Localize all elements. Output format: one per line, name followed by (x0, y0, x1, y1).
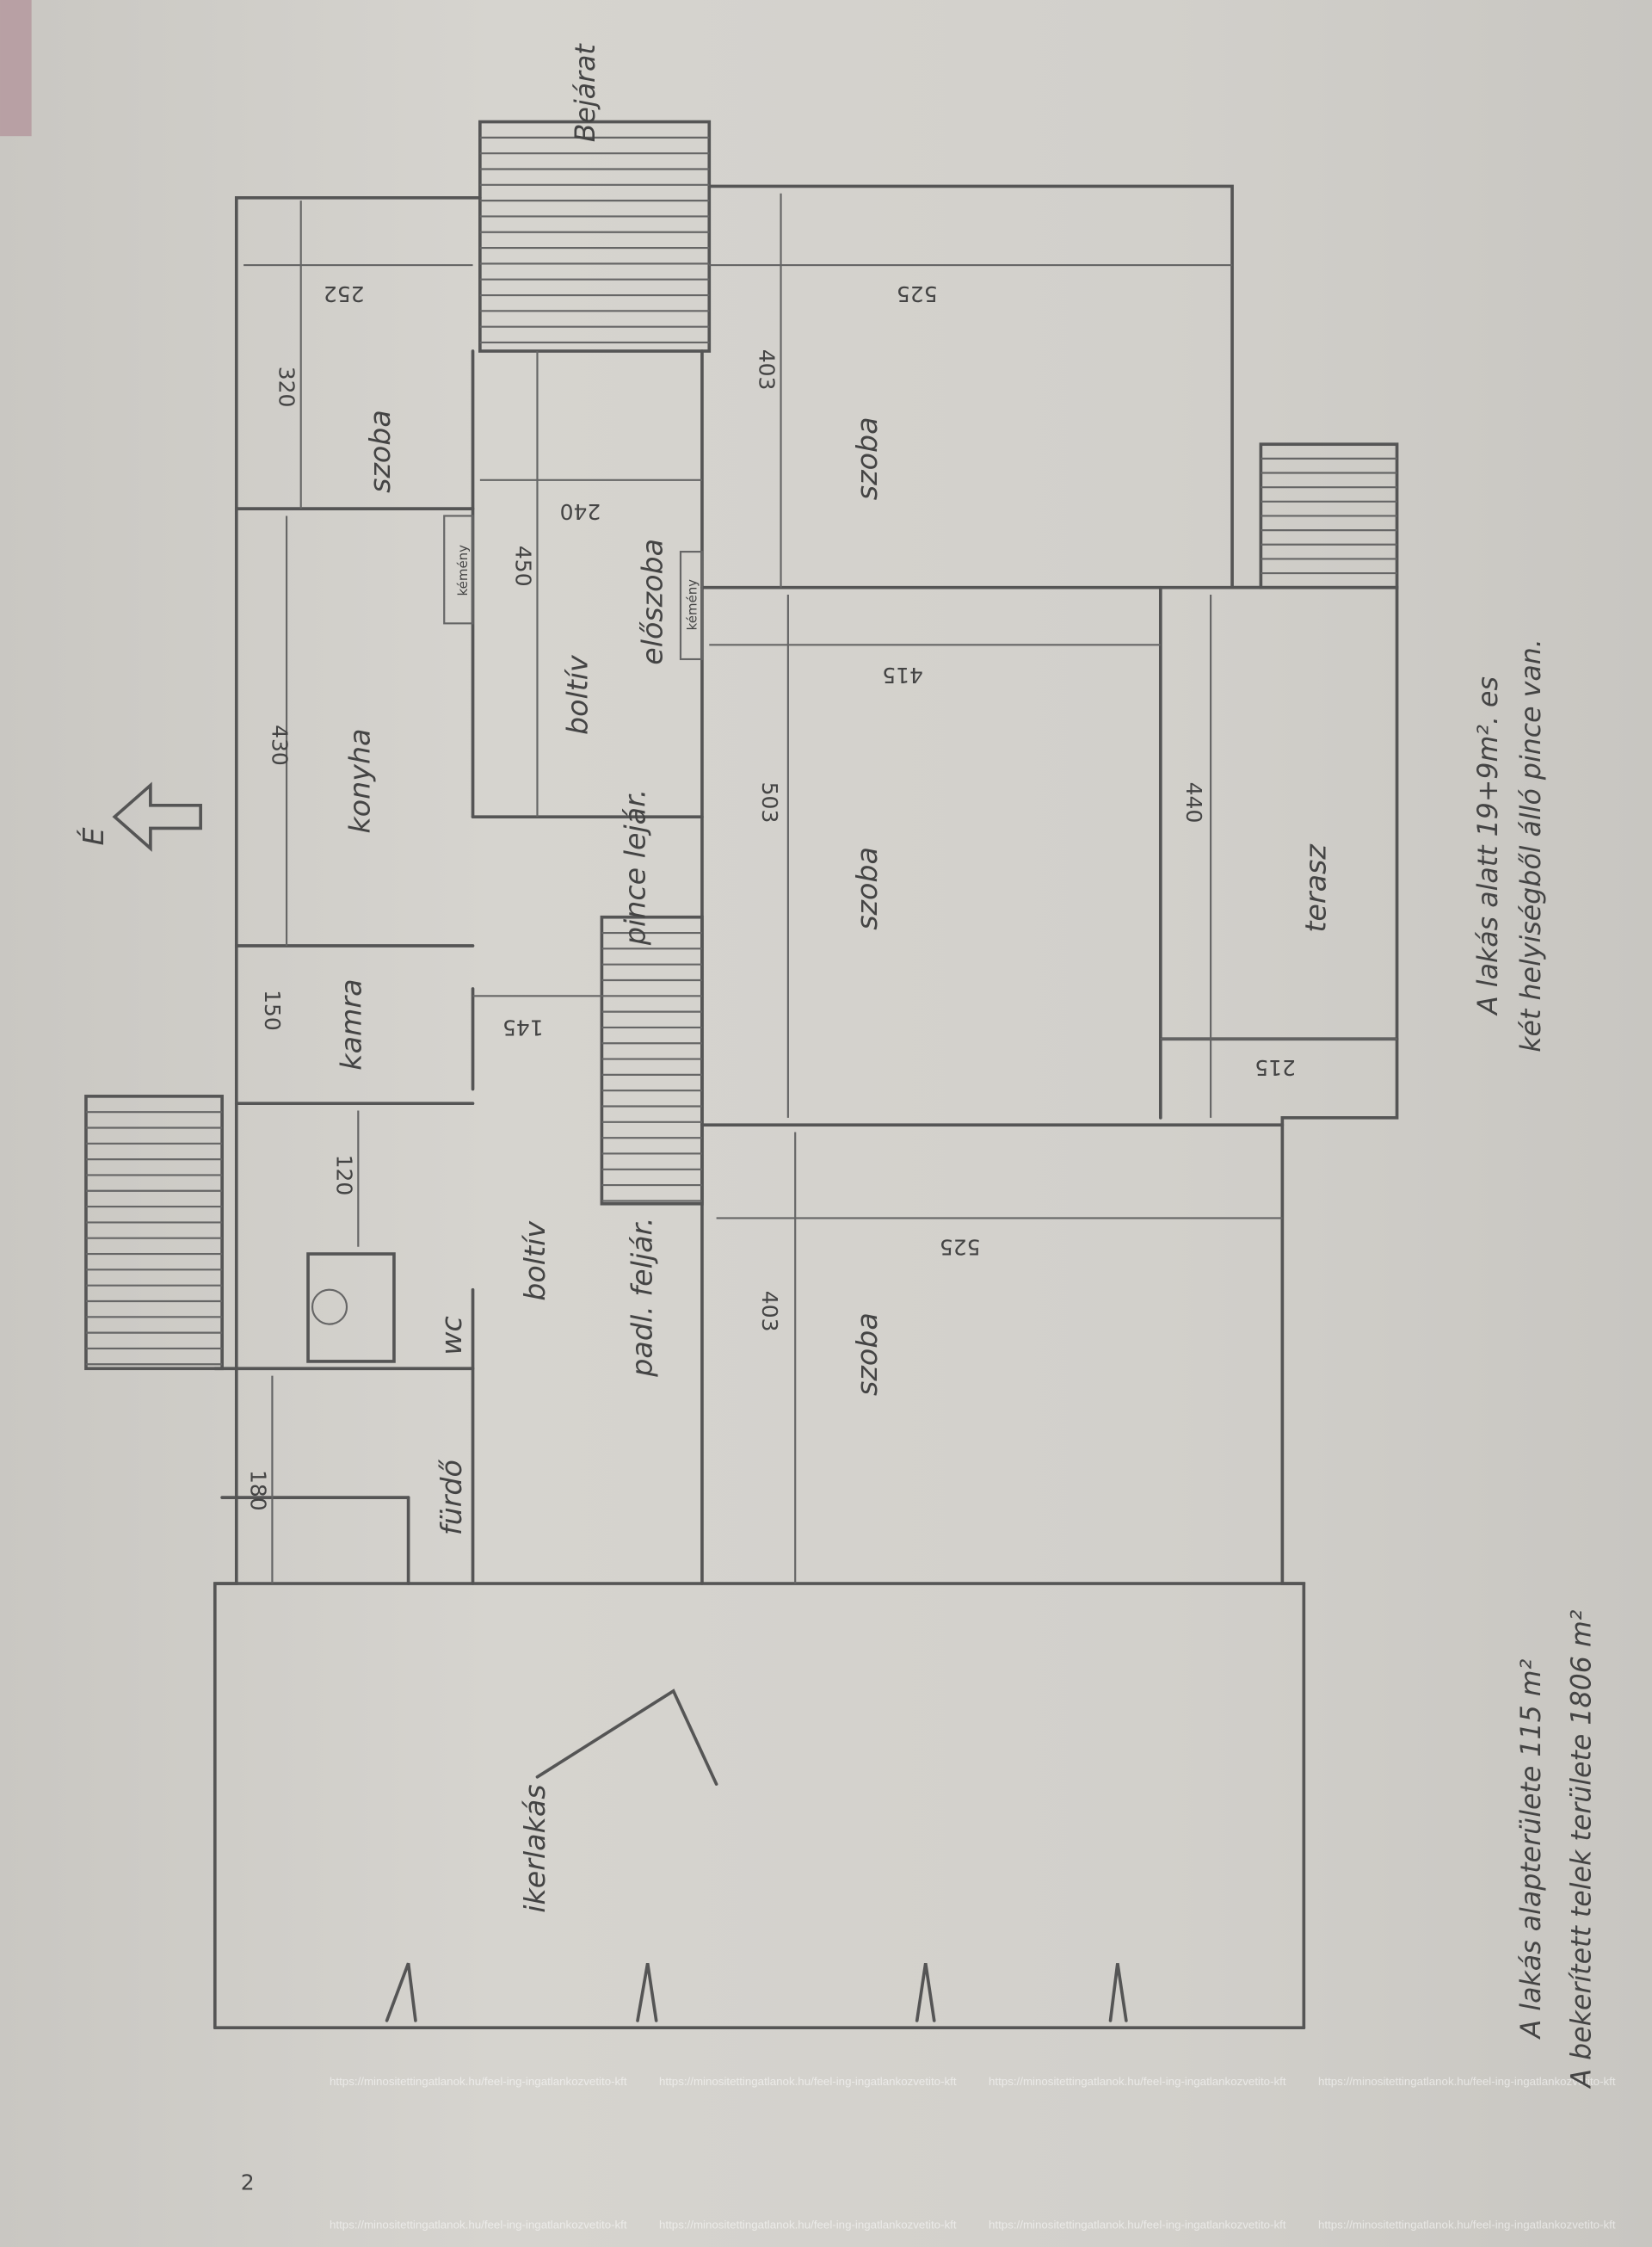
dim-180: 180 (245, 1470, 270, 1511)
dim-320: 320 (274, 367, 299, 408)
note-cellar-1: A lakás alatt 19+9m². es (1473, 676, 1504, 1016)
label-arch-1: boltív (561, 654, 595, 735)
watermark-text: https://minositettingatlanok.hu/feel-ing… (989, 2075, 1286, 2088)
dim-150: 150 (260, 990, 285, 1031)
terrace-stairs (1259, 442, 1399, 590)
dim-252: 252 (324, 281, 365, 306)
page-number: 2 (241, 2170, 255, 2195)
label-chimney-1: kémény (455, 545, 471, 596)
note-area-1: A lakás alapterülete 115 m² (1516, 1658, 1547, 2040)
label-pantry: kamra (335, 978, 368, 1070)
label-kitchen: konyha (343, 729, 377, 834)
watermark-text: https://minositettingatlanok.hu/feel-ing… (1318, 2218, 1616, 2231)
watermark-text: https://minositettingatlanok.hu/feel-ing… (330, 2218, 627, 2231)
label-room-middle: szoba (850, 847, 884, 930)
dim-403-bottom: 403 (757, 1291, 782, 1332)
watermark-text: https://minositettingatlanok.hu/feel-ing… (659, 2218, 957, 2231)
cellar-stairs-drawing (600, 915, 704, 1206)
dim-120: 120 (331, 1155, 356, 1196)
label-wc: wc (435, 1316, 468, 1355)
watermark-text: https://minositettingatlanok.hu/feel-ing… (659, 2075, 957, 2088)
dim-430: 430 (267, 725, 292, 766)
pink-paper-corner (0, 0, 32, 137)
label-hall: előszoba (635, 539, 669, 665)
label-chimney-2: kémény (684, 579, 700, 631)
watermark-text: https://minositettingatlanok.hu/feel-ing… (989, 2218, 1286, 2231)
label-room-bottom: szoba (850, 1312, 884, 1396)
chimney-1 (443, 515, 474, 625)
twin-flat-marks (385, 1688, 1128, 2022)
label-bathroom: fürdő (435, 1459, 468, 1535)
room-labels: Bejárat É szoba konyha kamra előszoba pi… (76, 43, 1332, 1913)
dimension-lines (243, 193, 1397, 1584)
north-arrow-icon (112, 781, 202, 852)
north-label: É (76, 827, 110, 845)
note-area-2: A bekerített telek területe 1806 m² (1566, 1609, 1597, 2089)
label-room-small: szoba (363, 410, 397, 493)
toilet-bowl (311, 1288, 348, 1325)
label-arch-2: boltív (518, 1220, 552, 1301)
dim-450: 450 (510, 546, 535, 587)
dim-145: 145 (502, 1015, 544, 1040)
watermark-text: https://minositettingatlanok.hu/feel-ing… (330, 2075, 627, 2088)
watermark-text: https://minositettingatlanok.hu/feel-ing… (1318, 2075, 1616, 2088)
chimney-2 (679, 551, 704, 661)
walls (213, 184, 1399, 2030)
entrance-label: Bejárat (570, 43, 601, 143)
dim-525-bottom: 525 (940, 1234, 981, 1259)
dimension-labels: 252 320 430 150 120 180 450 240 145 403 … (245, 281, 1295, 1511)
side-stairs (84, 1095, 224, 1371)
dim-403-top: 403 (755, 349, 780, 391)
toilet (306, 1252, 396, 1363)
dim-503: 503 (757, 782, 782, 824)
label-attic-stairs: padl. feljár. (626, 1217, 659, 1377)
label-cellar-stairs: pince lejár. (618, 789, 651, 946)
watermark-layer: https://minositettingatlanok.hu/feel-ing… (330, 2075, 1616, 2232)
notes: A lakás alatt 19+9m². es két helyiségből… (241, 639, 1598, 2195)
label-terrace: terasz (1298, 843, 1332, 933)
dim-440: 440 (1181, 782, 1206, 824)
dim-240: 240 (560, 499, 601, 524)
label-room-top: szoba (850, 417, 884, 500)
entrance-stairs (478, 120, 712, 353)
dim-215: 215 (1254, 1055, 1296, 1080)
dim-525-top: 525 (897, 281, 938, 306)
note-cellar-2: két helyiségből álló pince van. (1516, 639, 1547, 1053)
dim-415: 415 (882, 663, 923, 688)
label-twin-flat: ikerlakás (518, 1784, 552, 1912)
